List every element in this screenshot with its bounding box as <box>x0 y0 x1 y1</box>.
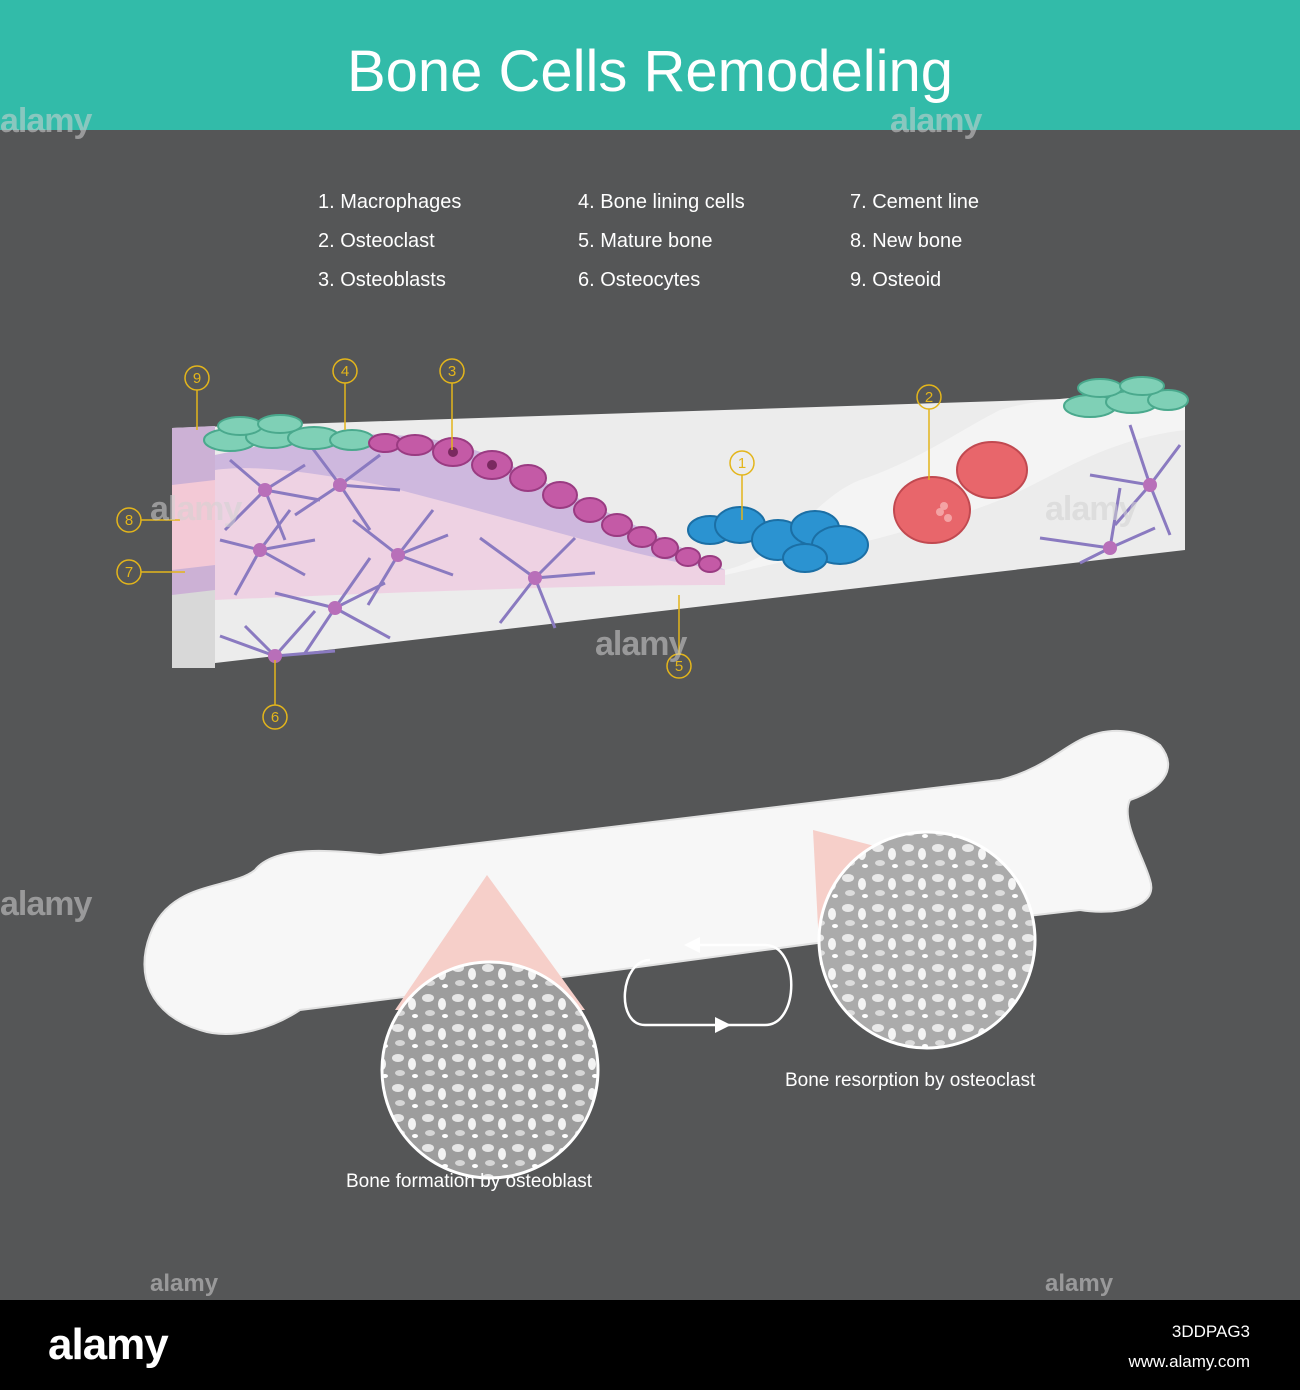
watermark: alamy <box>1045 490 1136 529</box>
image-id: 3DDPAG3 <box>1172 1322 1250 1342</box>
caption-formation: Bone formation by osteoblast <box>346 1171 592 1193</box>
callout-9: 9 <box>193 370 201 387</box>
watermark: alamy <box>0 885 91 924</box>
site-url[interactable]: www.alamy.com <box>1128 1352 1250 1372</box>
callout-2: 2 <box>925 389 933 406</box>
callout-8: 8 <box>125 512 133 529</box>
watermark: alamy <box>595 625 686 664</box>
watermark: alamy <box>890 102 981 141</box>
stock-footer: alamy 3DDPAG3 www.alamy.com <box>0 1300 1300 1390</box>
watermark: alamy <box>1045 1270 1113 1298</box>
callout-4: 4 <box>341 363 349 380</box>
callout-1: 1 <box>738 455 746 472</box>
watermark: alamy <box>150 1270 218 1298</box>
caption-resorption: Bone resorption by osteoclast <box>785 1070 1035 1092</box>
callout-7: 7 <box>125 564 133 581</box>
callout-6: 6 <box>271 709 279 726</box>
watermark: alamy <box>0 102 91 141</box>
alamy-logo: alamy <box>48 1320 168 1370</box>
watermark: alamy <box>150 490 241 529</box>
callout-3: 3 <box>448 363 456 380</box>
